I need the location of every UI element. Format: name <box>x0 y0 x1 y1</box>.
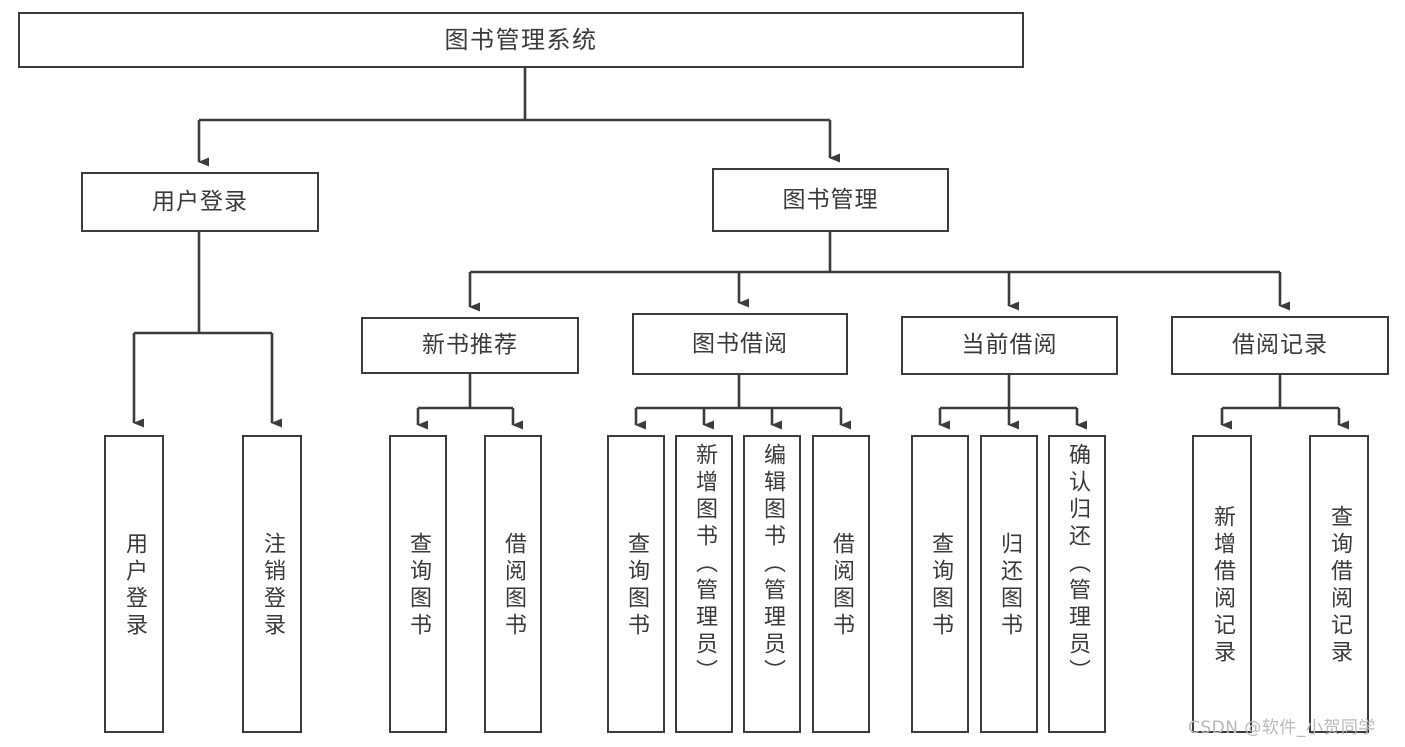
node-label: 编辑图书（管理员） <box>760 443 785 686</box>
leaf-query-book-borrow[interactable]: 查询图书 <box>607 435 665 733</box>
node-label: 归还图书 <box>997 532 1022 640</box>
node-label: 注销登录 <box>260 532 285 640</box>
leaf-user-login[interactable]: 用户登录 <box>104 435 164 733</box>
node-label: 确认归还（管理员） <box>1065 443 1090 686</box>
leaf-query-book-current[interactable]: 查询图书 <box>911 435 969 733</box>
leaf-logout[interactable]: 注销登录 <box>242 435 302 733</box>
node-label: 用户登录 <box>152 188 248 215</box>
node-borrow-records[interactable]: 借阅记录 <box>1171 316 1389 375</box>
csdn-watermark: CSDN @软件_小贺同学 <box>1188 718 1376 738</box>
leaf-confirm-return-admin[interactable]: 确认归还（管理员） <box>1048 435 1106 733</box>
node-label: 用户登录 <box>122 532 147 640</box>
node-label: 新增图书（管理员） <box>692 443 717 686</box>
node-label: 图书管理 <box>782 186 879 213</box>
leaf-add-borrow-record[interactable]: 新增借阅记录 <box>1192 435 1252 733</box>
leaf-borrow-book[interactable]: 借阅图书 <box>812 435 870 733</box>
node-label: 借阅图书 <box>829 532 854 640</box>
node-label: 借阅记录 <box>1232 332 1328 358</box>
node-label: 新增借阅记录 <box>1210 505 1235 667</box>
leaf-edit-book-admin[interactable]: 编辑图书（管理员） <box>743 435 801 733</box>
node-label: 查询借阅记录 <box>1327 505 1352 667</box>
leaf-query-borrow-record[interactable]: 查询借阅记录 <box>1309 435 1369 733</box>
node-label: 查询图书 <box>406 532 431 640</box>
leaf-borrow-book-recommend[interactable]: 借阅图书 <box>484 435 542 733</box>
node-label: 当前借阅 <box>961 332 1058 358</box>
node-root-system[interactable]: 图书管理系统 <box>18 12 1024 68</box>
node-label: 图书管理系统 <box>444 26 598 54</box>
node-book-management[interactable]: 图书管理 <box>712 168 949 232</box>
node-label: 图书借阅 <box>692 330 788 357</box>
node-label: 借阅图书 <box>501 532 526 640</box>
node-book-borrow[interactable]: 图书借阅 <box>632 313 848 375</box>
leaf-add-book-admin[interactable]: 新增图书（管理员） <box>675 435 733 733</box>
node-user-login[interactable]: 用户登录 <box>81 172 319 232</box>
node-current-borrow[interactable]: 当前借阅 <box>901 316 1118 375</box>
node-label: 新书推荐 <box>422 332 518 358</box>
node-new-book-recommend[interactable]: 新书推荐 <box>361 317 579 374</box>
leaf-query-book-recommend[interactable]: 查询图书 <box>389 435 447 733</box>
leaf-return-book[interactable]: 归还图书 <box>980 435 1038 733</box>
node-label: 查询图书 <box>928 532 953 640</box>
node-label: 查询图书 <box>624 532 649 640</box>
